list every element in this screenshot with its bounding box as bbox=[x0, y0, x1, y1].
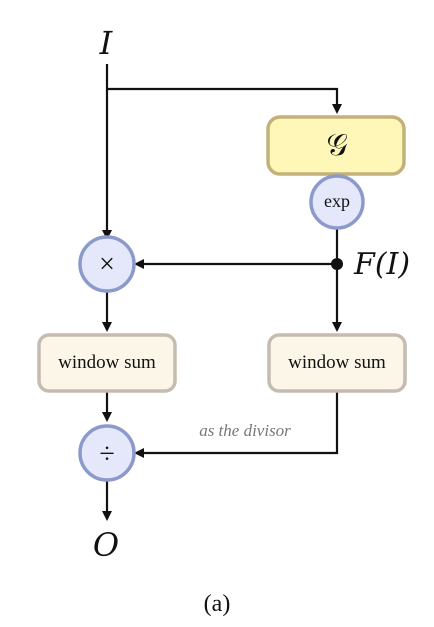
g-block-label: 𝒢 bbox=[326, 129, 347, 162]
multiply-symbol: × bbox=[99, 249, 115, 280]
divide-node bbox=[78, 424, 136, 482]
divide-symbol: ÷ bbox=[99, 439, 114, 470]
edge-input-to-g bbox=[107, 87, 342, 114]
multiply-node bbox=[78, 235, 136, 293]
exp-node bbox=[309, 174, 365, 230]
g-block bbox=[266, 115, 406, 176]
caption: (a) bbox=[204, 591, 231, 617]
input-label: I bbox=[99, 24, 114, 62]
output-label: O bbox=[93, 526, 119, 564]
fi-label: F(I) bbox=[353, 247, 410, 282]
window-sum-left-box bbox=[37, 333, 177, 393]
edge-window-sum-right-to-divide bbox=[134, 392, 339, 458]
window-sum-right-box bbox=[267, 333, 407, 393]
divisor-note: as the divisor bbox=[199, 421, 291, 440]
exp-label: exp bbox=[324, 191, 350, 211]
window-sum-left-label: window sum bbox=[58, 352, 156, 373]
fi-junction-dot bbox=[331, 258, 343, 270]
window-sum-right-label: window sum bbox=[288, 352, 386, 373]
